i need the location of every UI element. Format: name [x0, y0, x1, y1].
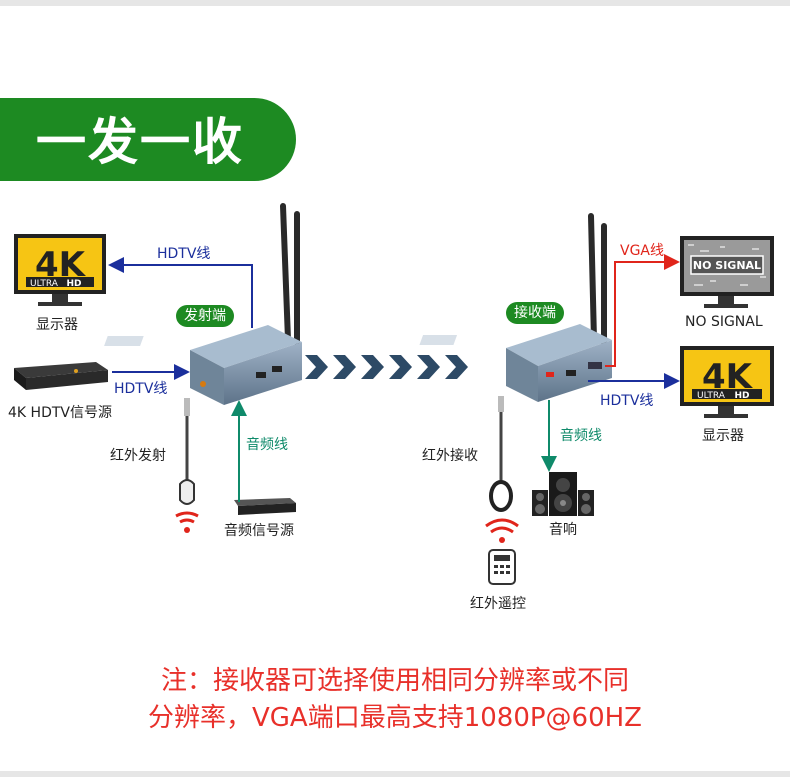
no-signal-screen-text: NO SIGNAL: [693, 259, 761, 272]
display-left-label: 显示器: [36, 317, 78, 333]
no-signal-monitor: NO SIGNAL: [680, 236, 774, 308]
title-banner: [0, 98, 296, 181]
hdtv-line-in-label: HDTV线: [114, 381, 168, 397]
audio-line-tx-label: 音频线: [246, 437, 288, 453]
top-divider: [0, 0, 790, 6]
hdtv-line-out-label: HDTV线: [157, 246, 211, 262]
ir-tx-label: 红外发射: [110, 448, 166, 464]
note-line-2: 分辨率，VGA端口最高支持1080P@60HZ: [147, 703, 642, 733]
page-title: 一发一收: [36, 113, 244, 171]
connector-lines: [108, 254, 680, 502]
no-signal-caption: NO SIGNAL: [685, 314, 763, 330]
audio-line-rx-label: 音频线: [560, 428, 602, 444]
ir-rx-label: 红外接收: [422, 448, 478, 464]
svg-text:ULTRA: ULTRA: [30, 279, 59, 289]
display-left-monitor: 4K ULTRA HD: [14, 234, 106, 306]
ir-receiver: [489, 396, 513, 512]
svg-text:HD: HD: [734, 391, 749, 401]
source-4k-label: 4K HDTV信号源: [8, 405, 112, 421]
note-line-1: 注：接收器可选择使用相同分辨率或不同: [160, 666, 629, 696]
4k-source-box: [14, 362, 108, 390]
receiver-pill: 接收端: [506, 302, 564, 324]
svg-text:HD: HD: [66, 279, 81, 289]
remote-label: 红外遥控: [470, 596, 526, 612]
speaker-label: 音响: [549, 522, 577, 538]
ir-transmitter: [175, 398, 199, 533]
hdtv-line-rx-label: HDTV线: [600, 393, 654, 409]
display-right-monitor: 4K ULTRA HD: [680, 346, 774, 418]
wireless-link-chevrons: [305, 355, 468, 379]
bottom-divider: [0, 771, 790, 777]
transmitter-pill: 发射端: [176, 305, 234, 327]
transmitter-device: [104, 203, 302, 405]
ir-remote: [485, 518, 519, 585]
audio-source-device: [234, 498, 296, 515]
receiver-device: [419, 213, 612, 402]
vga-line-label: VGA线: [620, 243, 665, 259]
svg-text:ULTRA: ULTRA: [697, 391, 726, 401]
speaker-set: [532, 472, 594, 516]
display-right-label: 显示器: [702, 428, 744, 444]
audio-source-label: 音频信号源: [224, 523, 294, 539]
